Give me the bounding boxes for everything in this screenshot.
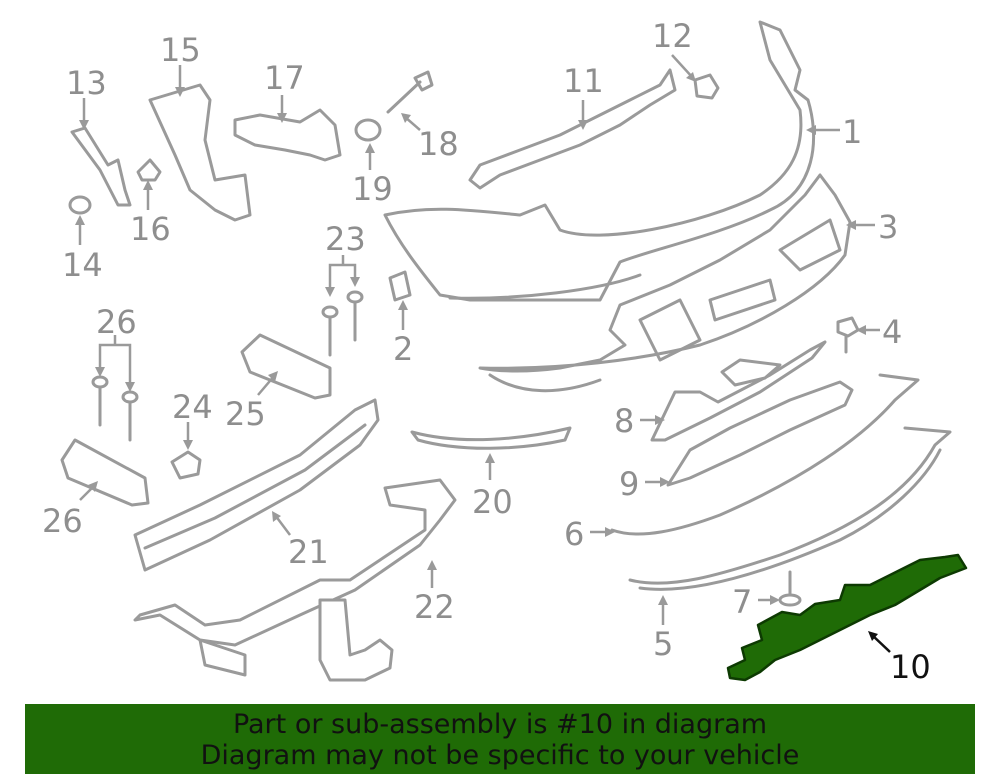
part-13-bracket xyxy=(70,126,132,207)
banner-line-2: Diagram may not be specific to your vehi… xyxy=(200,740,800,771)
part-22-tow-hitch xyxy=(133,478,457,682)
parts-diagram: 1 2 3 4 5 6 7 8 9 10 11 12 13 14 15 16 1… xyxy=(42,17,968,686)
part-8-trim xyxy=(650,340,827,442)
callout-23: 23 xyxy=(325,220,366,258)
part-12-nut xyxy=(693,73,720,100)
part-1-bumper-cover xyxy=(383,20,815,302)
part-10-undertray xyxy=(726,553,968,682)
callout-26-upper: 26 xyxy=(96,303,137,341)
banner-line-1: Part or sub-assembly is #10 in diagram xyxy=(232,709,768,740)
callout-4: 4 xyxy=(882,313,902,351)
leader-lines xyxy=(75,54,880,625)
callout-6: 6 xyxy=(564,515,584,553)
callout-11: 11 xyxy=(563,62,604,100)
part-26-bracket xyxy=(60,438,150,507)
part-26-bolts xyxy=(91,375,139,442)
part-2-clip xyxy=(388,270,412,302)
callout-26-lower: 26 xyxy=(42,502,83,540)
callout-19: 19 xyxy=(352,170,393,208)
part-18-bolt xyxy=(386,70,434,114)
part-14-clip xyxy=(68,195,92,215)
part-24-nut xyxy=(170,450,202,480)
callout-2: 2 xyxy=(393,330,413,368)
callout-1: 1 xyxy=(842,113,862,151)
callout-12: 12 xyxy=(652,17,693,55)
callout-15: 15 xyxy=(160,31,201,69)
part-11-bracket xyxy=(468,68,677,190)
part-19-nut xyxy=(354,118,382,142)
leader-line-10 xyxy=(868,631,891,653)
part-23-bolts xyxy=(321,290,364,357)
callout-25: 25 xyxy=(225,395,266,433)
part-9-diffuser xyxy=(666,380,854,487)
callout-10: 10 xyxy=(890,648,931,686)
part-25-bracket xyxy=(240,333,332,400)
part-6-trim-strip xyxy=(610,373,920,536)
callout-8: 8 xyxy=(614,402,634,440)
part-3-bumper-absorber xyxy=(478,173,852,393)
callout-3: 3 xyxy=(878,208,898,246)
callout-17: 17 xyxy=(264,59,305,97)
callout-20: 20 xyxy=(472,483,513,521)
part-7-bolt xyxy=(778,570,802,607)
part-17-bracket xyxy=(233,108,342,162)
part-15-bracket xyxy=(148,83,252,222)
callout-24: 24 xyxy=(172,388,213,426)
callout-7: 7 xyxy=(732,583,752,621)
callout-13: 13 xyxy=(66,64,107,102)
part-5-lower-trim xyxy=(628,426,952,591)
part-4-pin xyxy=(836,316,860,354)
callout-21: 21 xyxy=(288,533,329,571)
callout-16: 16 xyxy=(130,210,171,248)
part-21-reinforcement-beam xyxy=(133,398,380,572)
callout-9: 9 xyxy=(619,465,639,503)
part-20-reflector xyxy=(410,426,572,450)
callout-labels: 1 2 3 4 5 6 7 8 9 10 11 12 13 14 15 16 1… xyxy=(42,17,931,686)
callout-22: 22 xyxy=(414,588,455,626)
callout-18: 18 xyxy=(418,125,459,163)
callout-5: 5 xyxy=(653,625,673,663)
part-16-clip xyxy=(136,158,162,182)
info-banner: Part or sub-assembly is #10 in diagram D… xyxy=(25,704,975,774)
callout-14: 14 xyxy=(62,246,103,284)
